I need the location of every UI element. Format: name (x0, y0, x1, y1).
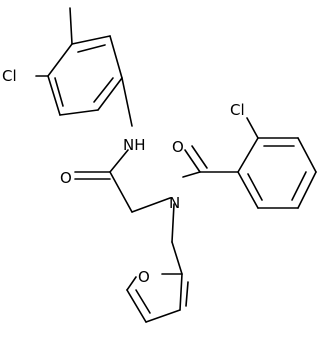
atom-n-amide: N (169, 194, 180, 212)
atom-o-furan: O (138, 268, 150, 286)
furan-ring (126, 273, 189, 323)
bond (47, 75, 61, 116)
methyl-bond (69, 7, 73, 45)
bond (54, 77, 64, 107)
bond (131, 197, 171, 213)
bond (59, 109, 99, 116)
bond (71, 35, 111, 45)
bond (247, 173, 263, 201)
bond (77, 44, 106, 53)
bond (182, 171, 201, 178)
bond (47, 43, 73, 77)
bond (171, 203, 175, 243)
bond (126, 276, 137, 291)
bond (145, 309, 181, 323)
atom-nh: NH (123, 136, 146, 154)
bond (297, 171, 317, 209)
atom-o-amide-right: O (172, 138, 184, 156)
chloro-bond-right (246, 117, 259, 139)
bond (291, 171, 307, 201)
bond (237, 171, 259, 209)
bond (109, 171, 133, 213)
bond (237, 137, 259, 173)
chlorophenyl-ring (237, 137, 317, 209)
bond (126, 289, 147, 323)
bond (97, 77, 123, 111)
chloromethylphenyl-ring (47, 35, 123, 116)
bond (109, 35, 123, 79)
bond (179, 273, 183, 311)
bond (109, 149, 129, 173)
bond (191, 145, 208, 169)
atom-cl-upper-left: Cl (2, 67, 17, 85)
aryl-nh-bond (121, 77, 133, 127)
atom-cl-upper-right: Cl (230, 101, 245, 119)
bond (171, 241, 183, 275)
bond (297, 137, 317, 173)
bond (185, 281, 189, 307)
bond (93, 77, 114, 103)
atom-o-amide-left: O (60, 169, 72, 187)
bond (135, 289, 151, 314)
bond (184, 149, 201, 173)
